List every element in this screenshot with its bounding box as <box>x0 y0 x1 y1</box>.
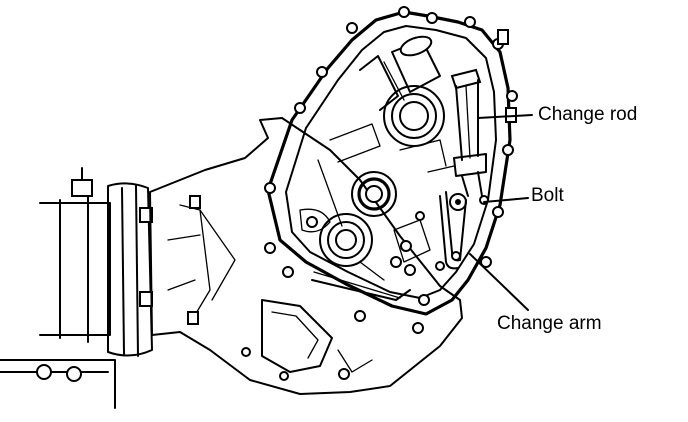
change-rod-label: Change rod <box>538 104 638 125</box>
clutch-housing <box>150 118 462 394</box>
leader-bolt <box>484 198 528 202</box>
bolt <box>450 194 466 210</box>
case-gasket <box>265 7 517 379</box>
flange <box>108 183 152 356</box>
leader-lines <box>470 115 532 310</box>
lower-bearing <box>320 214 372 266</box>
extension-housing <box>0 168 115 408</box>
center-bearing <box>352 172 396 216</box>
change-rod <box>428 70 486 196</box>
change-arm <box>440 192 466 268</box>
leader-change-rod <box>478 115 532 118</box>
upper-shaft <box>360 33 440 110</box>
upper-bearing <box>384 86 444 146</box>
case-details <box>300 124 446 300</box>
change-arm-label: Change arm <box>497 313 602 334</box>
bolt-label: Bolt <box>531 185 564 206</box>
leader-change-arm <box>470 254 528 310</box>
